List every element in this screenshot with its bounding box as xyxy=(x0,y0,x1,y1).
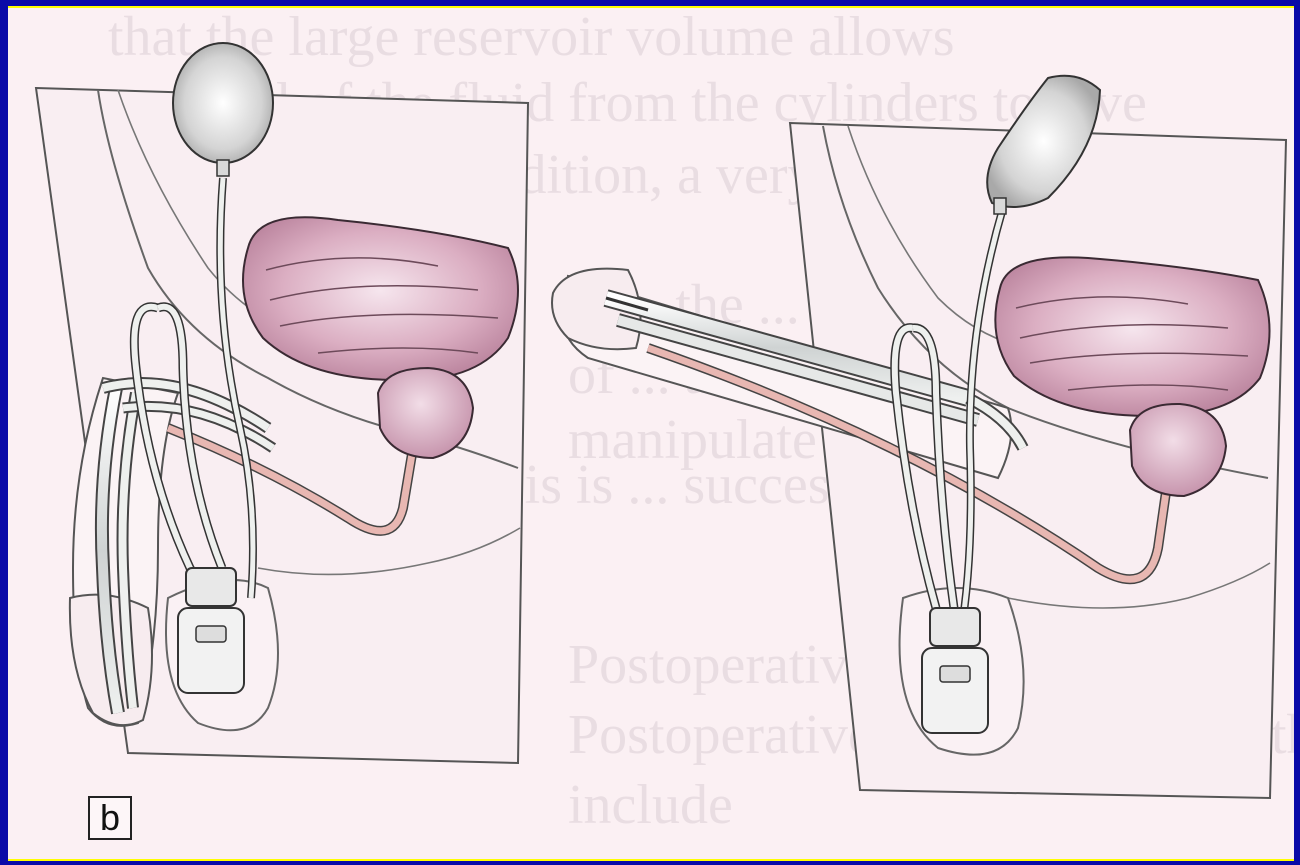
right-pump-detail xyxy=(940,666,970,682)
implant-diagram xyxy=(8,8,1294,861)
left-reservoir xyxy=(173,43,273,163)
right-reservoir-neck xyxy=(994,198,1006,214)
right-pump-bulb xyxy=(922,648,988,733)
left-pump-bulb xyxy=(178,608,244,693)
left-reservoir-neck xyxy=(217,160,229,176)
left-pump-valve xyxy=(186,568,236,606)
panel-label: b xyxy=(88,796,132,840)
left-prostate xyxy=(378,368,473,458)
right-pump-valve xyxy=(930,608,980,646)
illustration-page: that the large reservoir volume allows r… xyxy=(8,6,1294,861)
right-bladder xyxy=(995,257,1269,416)
left-panel xyxy=(36,43,528,763)
right-panel xyxy=(552,76,1286,798)
left-pump-detail xyxy=(196,626,226,642)
